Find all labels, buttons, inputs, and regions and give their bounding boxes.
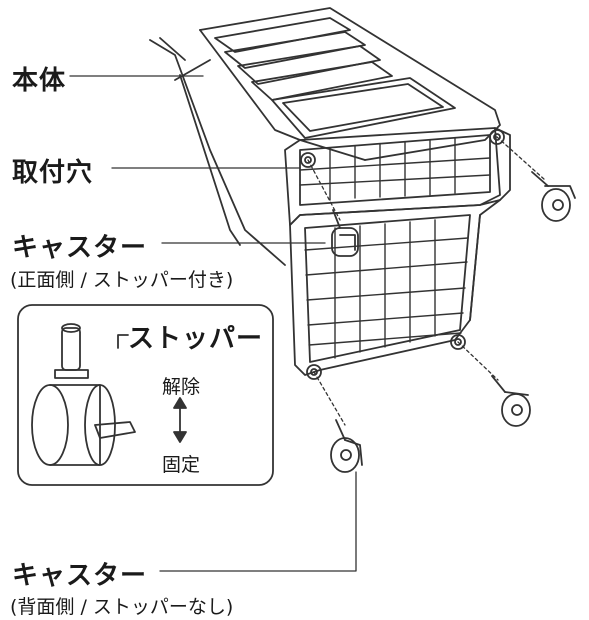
label-caster-back: キャスター — [12, 561, 148, 591]
label-lock: 固定 — [162, 454, 201, 476]
label-caster-front-note: (正面側 / ストッパー付き) — [10, 269, 234, 291]
label-stopper: ストッパー — [128, 324, 264, 354]
leader-lines — [69, 75, 357, 572]
label-body: 本体 — [12, 66, 67, 96]
caster-right-bottom — [491, 375, 531, 427]
lower-grid — [304, 219, 469, 359]
label-release: 解除 — [162, 376, 201, 398]
storage-box-body — [149, 7, 511, 376]
label-caster-back-note: (背面側 / ストッパーなし) — [10, 596, 234, 618]
mount-hole-icons — [300, 129, 505, 380]
upper-grid — [299, 137, 491, 201]
caster-right-top — [531, 171, 576, 222]
caster-back-detached — [330, 419, 363, 473]
caster-front-mounted — [331, 209, 359, 257]
guide-lines — [307, 136, 546, 426]
stopper-detail-inset — [17, 304, 274, 486]
label-mount-hole: 取付穴 — [12, 158, 94, 188]
label-caster-front: キャスター — [12, 233, 148, 263]
